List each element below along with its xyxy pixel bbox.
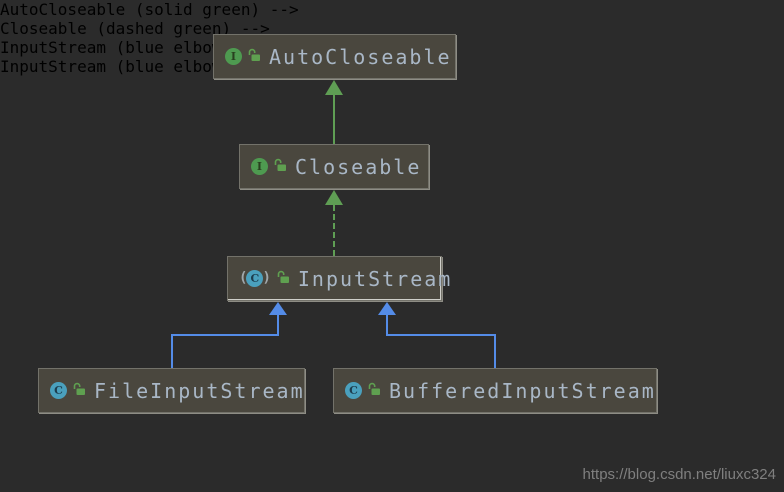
public-lock-icon [276, 269, 290, 288]
node-label: InputStream [297, 266, 453, 291]
arrowhead-icon [325, 80, 343, 95]
public-lock-icon [247, 47, 261, 66]
public-lock-icon [273, 157, 287, 176]
node-fileinputstream[interactable]: C FileInputStream [38, 368, 305, 413]
node-label: BufferedInputStream [389, 378, 656, 403]
arrowhead-icon [378, 302, 396, 315]
arrowhead-icon [325, 190, 343, 205]
node-closeable[interactable]: I Closeable [239, 144, 429, 189]
node-label: Closeable [295, 154, 422, 179]
class-icon: C [50, 382, 67, 399]
abstract-class-icon: ( C ) [239, 270, 271, 287]
edge-line [333, 95, 335, 144]
node-label: AutoCloseable [269, 44, 452, 69]
edge-line [386, 315, 388, 335]
public-lock-icon [367, 381, 381, 400]
node-bufferedinputstream[interactable]: C BufferedInputStream [333, 368, 657, 413]
edge-line [171, 334, 279, 336]
edge-line [171, 334, 173, 368]
node-inputstream[interactable]: ( C ) InputStream [227, 256, 450, 301]
edge-line [386, 334, 496, 336]
interface-icon: I [225, 48, 242, 65]
class-icon: C [345, 382, 362, 399]
interface-icon: I [251, 158, 268, 175]
node-label: FileInputStream [94, 378, 305, 403]
watermark-url: https://blog.csdn.net/liuxc324 [582, 466, 776, 483]
arrowhead-icon [269, 302, 287, 315]
public-lock-icon [72, 381, 86, 400]
node-autocloseable[interactable]: I AutoCloseable [213, 34, 456, 79]
edge-line [277, 315, 279, 335]
edge-line [333, 205, 335, 256]
edge-line [494, 334, 496, 368]
